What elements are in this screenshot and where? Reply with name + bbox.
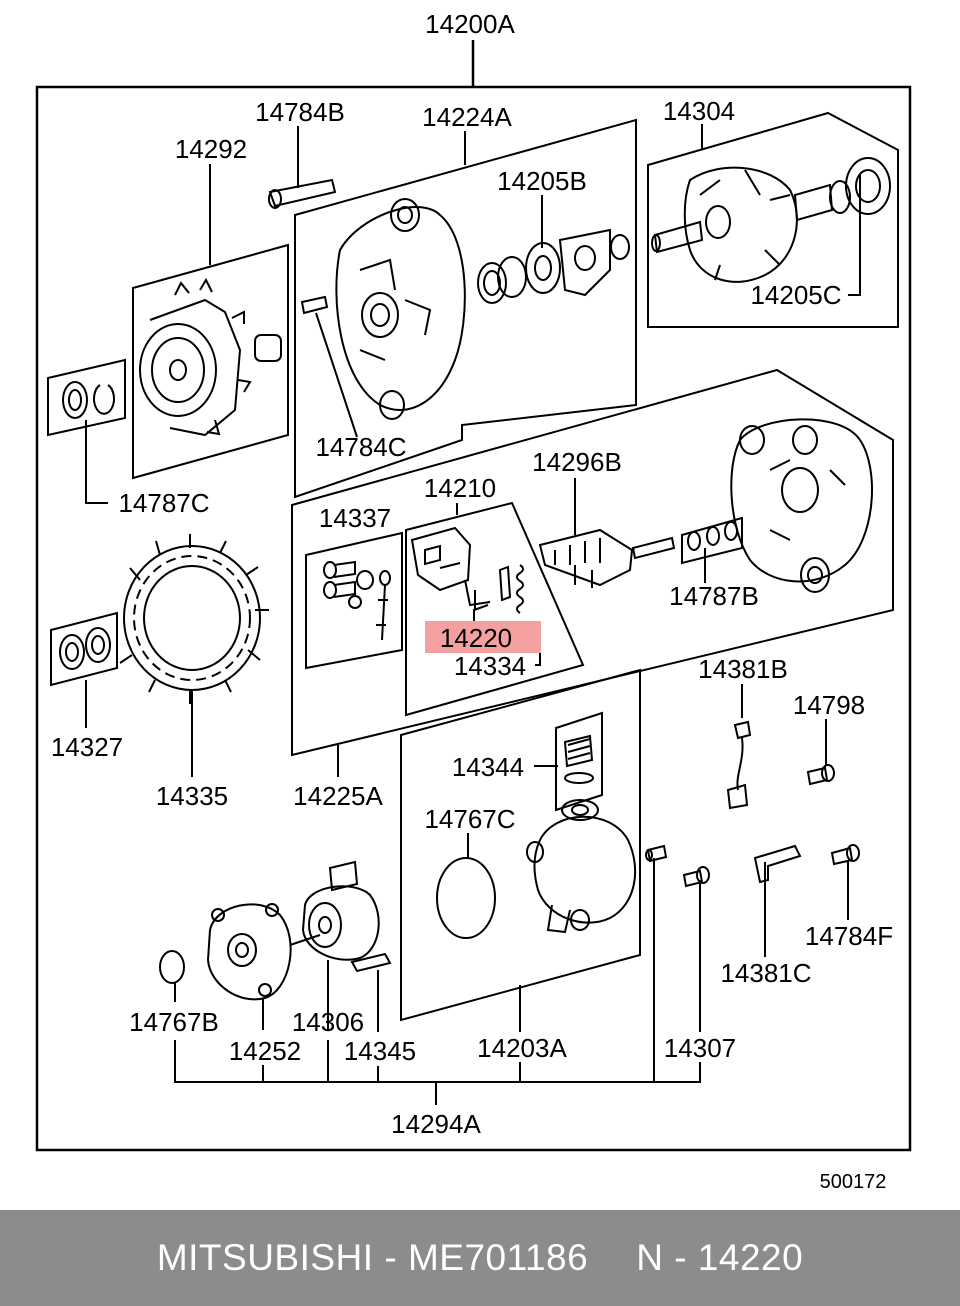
lead-wire-drawing	[726, 720, 752, 810]
label-vacuum-pump: 14203A	[477, 1033, 567, 1063]
label-terminal: 14344	[452, 752, 524, 782]
bolt-b-drawing	[806, 764, 835, 786]
label-spacer-rear: 14787B	[669, 581, 759, 611]
screw-kit-drawing	[323, 560, 391, 641]
label-stator-bearing: 14327	[51, 732, 123, 762]
label-brush: 14220	[440, 623, 512, 653]
label-vane: 14345	[344, 1036, 416, 1066]
pin-drawing	[645, 844, 668, 863]
seal-drawing	[159, 950, 185, 984]
label-bolt-front: 14784C	[315, 432, 406, 462]
label-front-bracket: 14224A	[422, 102, 512, 132]
part-info-footer: MITSUBISHI - ME701186 N - 14220	[0, 1210, 960, 1306]
label-lead-wire: 14381B	[698, 654, 788, 684]
bolt-drawing	[682, 866, 710, 888]
highlight-box	[425, 621, 541, 653]
part-number: ME701186	[407, 1237, 589, 1278]
label-brush-holder-kit: 14210	[424, 473, 496, 503]
pump-cover-drawing	[206, 903, 292, 1001]
label-pin: 14307	[664, 1033, 736, 1063]
label-screw-kit: 14337	[319, 503, 391, 533]
clip-drawing	[753, 844, 802, 884]
rotor-vacuum-drawing	[289, 860, 392, 973]
vacuum-pump-drawing	[526, 799, 637, 934]
parts-diagram: 14200A 14784B 14224A 14304 14292 14205B …	[35, 9, 912, 1193]
bearing-front-drawing	[477, 228, 630, 304]
rotor-group-box	[647, 111, 899, 328]
label-spacer-front: 14787C	[118, 488, 209, 518]
label-spring: 14334	[454, 651, 526, 681]
label-seal: 14767B	[129, 1007, 219, 1037]
label-rotor: 14304	[663, 96, 735, 126]
spacer-front-drawing	[62, 381, 115, 419]
label-bolt-f: 14784F	[805, 921, 893, 951]
label-pump-assembly: 14294A	[391, 1109, 481, 1139]
rear-bracket-group-box	[291, 368, 894, 757]
front-bracket-group-box	[294, 118, 637, 499]
leader-lines	[85, 124, 861, 1105]
rotor-drawing	[651, 157, 891, 283]
label-clip: 14381C	[720, 958, 811, 988]
label-assembly: 14200A	[425, 9, 515, 39]
ref-code: 14220	[697, 1237, 804, 1278]
footer-separator: -	[384, 1237, 398, 1278]
stator-drawing	[119, 534, 269, 704]
ref-prefix: N -	[636, 1237, 698, 1278]
label-rotor-vacuum: 14306	[292, 1007, 364, 1037]
brush-holder-drawing	[410, 526, 524, 614]
regulator-drawing	[538, 528, 676, 588]
spacer-rear-drawing	[687, 521, 738, 551]
label-bearing-front: 14205B	[497, 166, 587, 196]
label-pulley-fan: 14292	[175, 134, 247, 164]
label-rear-bracket: 14225A	[293, 781, 383, 811]
stator-bearing-box	[50, 611, 118, 687]
label-bolt-b: 14798	[793, 690, 865, 720]
label-regulator: 14296B	[532, 447, 622, 477]
brush-holder-box	[405, 501, 585, 717]
label-bolt-top: 14784B	[255, 97, 345, 127]
label-oring: 14767C	[424, 804, 515, 834]
terminal-drawing	[563, 734, 594, 784]
screw-kit-box	[305, 531, 403, 670]
vacuum-pump-box	[400, 668, 641, 1022]
rear-bracket-drawing	[730, 418, 873, 593]
oring-drawing	[436, 857, 496, 939]
brand-name: MITSUBISHI	[156, 1237, 374, 1278]
spacer-rear-box	[681, 516, 743, 565]
label-stator: 14335	[156, 781, 228, 811]
bolt-top-drawing	[268, 178, 337, 209]
stator-bearing-drawing	[59, 627, 111, 670]
spacer-front-box	[47, 358, 126, 437]
diagram-ref-number: 500172	[820, 1171, 887, 1193]
front-bracket-drawing	[300, 198, 466, 420]
bolt-f-drawing	[830, 844, 860, 866]
terminal-box	[555, 711, 603, 812]
label-pump-cover: 14252	[229, 1036, 301, 1066]
pulley-group-box	[132, 243, 289, 480]
pulley-fan-drawing	[139, 277, 282, 437]
label-bearing-rear: 14205C	[750, 280, 841, 310]
